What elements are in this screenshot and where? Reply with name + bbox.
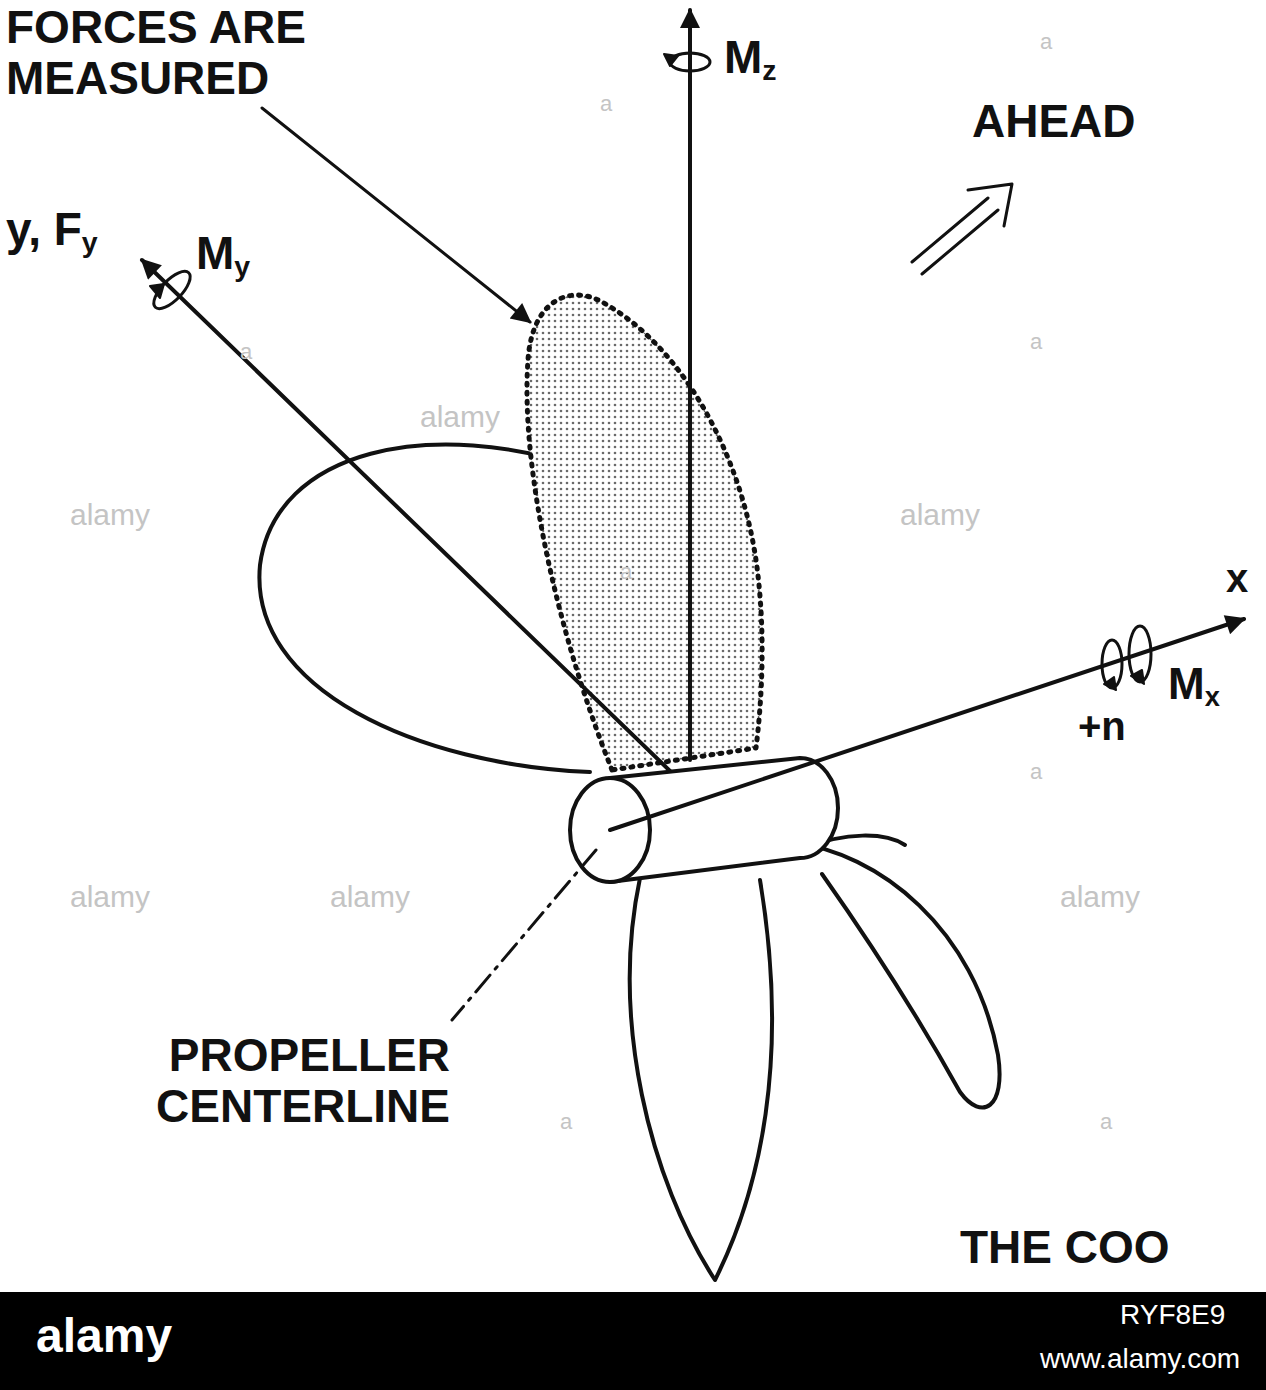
y-axis — [142, 260, 700, 800]
mx-curl-head — [1131, 670, 1144, 684]
watermark: alamy — [1060, 880, 1140, 913]
rotation-label: +n — [1078, 704, 1126, 748]
callout-text: FORCES ARE MEASURED — [6, 2, 306, 103]
z-axis — [688, 10, 692, 760]
label-subscript: y — [234, 250, 250, 282]
watermark: alamy — [70, 498, 150, 531]
watermark: alamy — [420, 400, 500, 433]
label-subscript: y — [82, 226, 98, 258]
watermark: a — [620, 560, 632, 584]
label-subscript: z — [762, 54, 776, 86]
stock-id: RYF8E9 — [1120, 1300, 1225, 1331]
ahead-arrow-head — [968, 184, 1012, 226]
label-main: M — [1168, 659, 1205, 708]
ahead-arrow-line — [912, 198, 988, 262]
ahead-arrow-line — [922, 210, 998, 274]
n-curl-head — [1104, 677, 1116, 690]
x-axis — [610, 619, 1244, 830]
watermark: a — [1030, 330, 1042, 354]
lower-blade — [630, 878, 772, 1280]
watermark: alamy — [330, 880, 410, 913]
label-main: M — [724, 31, 762, 83]
mz-curl-head — [664, 54, 678, 66]
axis-label: x — [1226, 556, 1248, 600]
label-main: y, F — [6, 203, 82, 255]
watermark: a — [1100, 1110, 1112, 1134]
axis-label: y, Fy — [6, 204, 98, 255]
watermark: alamy — [70, 880, 150, 913]
label-subscript: x — [1205, 681, 1220, 712]
my-curl-head — [150, 284, 164, 298]
stock-url: www.alamy.com — [1040, 1344, 1240, 1375]
forces-leader — [262, 108, 530, 322]
stock-bar — [0, 1292, 1266, 1390]
watermark: a — [1040, 30, 1052, 54]
moment-label: My — [196, 228, 250, 279]
stock-logo: alamy — [36, 1310, 172, 1363]
watermark: alamy — [900, 498, 980, 531]
callout-text: PROPELLER CENTERLINE — [50, 1030, 450, 1131]
moment-label: Mz — [724, 32, 777, 83]
watermark: a — [600, 92, 612, 116]
measured-blade — [527, 295, 762, 770]
right-blade — [790, 842, 1000, 1108]
watermark: a — [240, 340, 252, 364]
watermark: a — [560, 1110, 572, 1134]
centerline-leader — [452, 850, 596, 1020]
watermark: a — [1030, 760, 1042, 784]
label-main: M — [196, 227, 234, 279]
note-text: THE COO — [960, 1222, 1170, 1273]
direction-label: AHEAD — [972, 96, 1136, 147]
moment-label: Mx — [1168, 660, 1220, 708]
my-curl — [148, 266, 196, 314]
